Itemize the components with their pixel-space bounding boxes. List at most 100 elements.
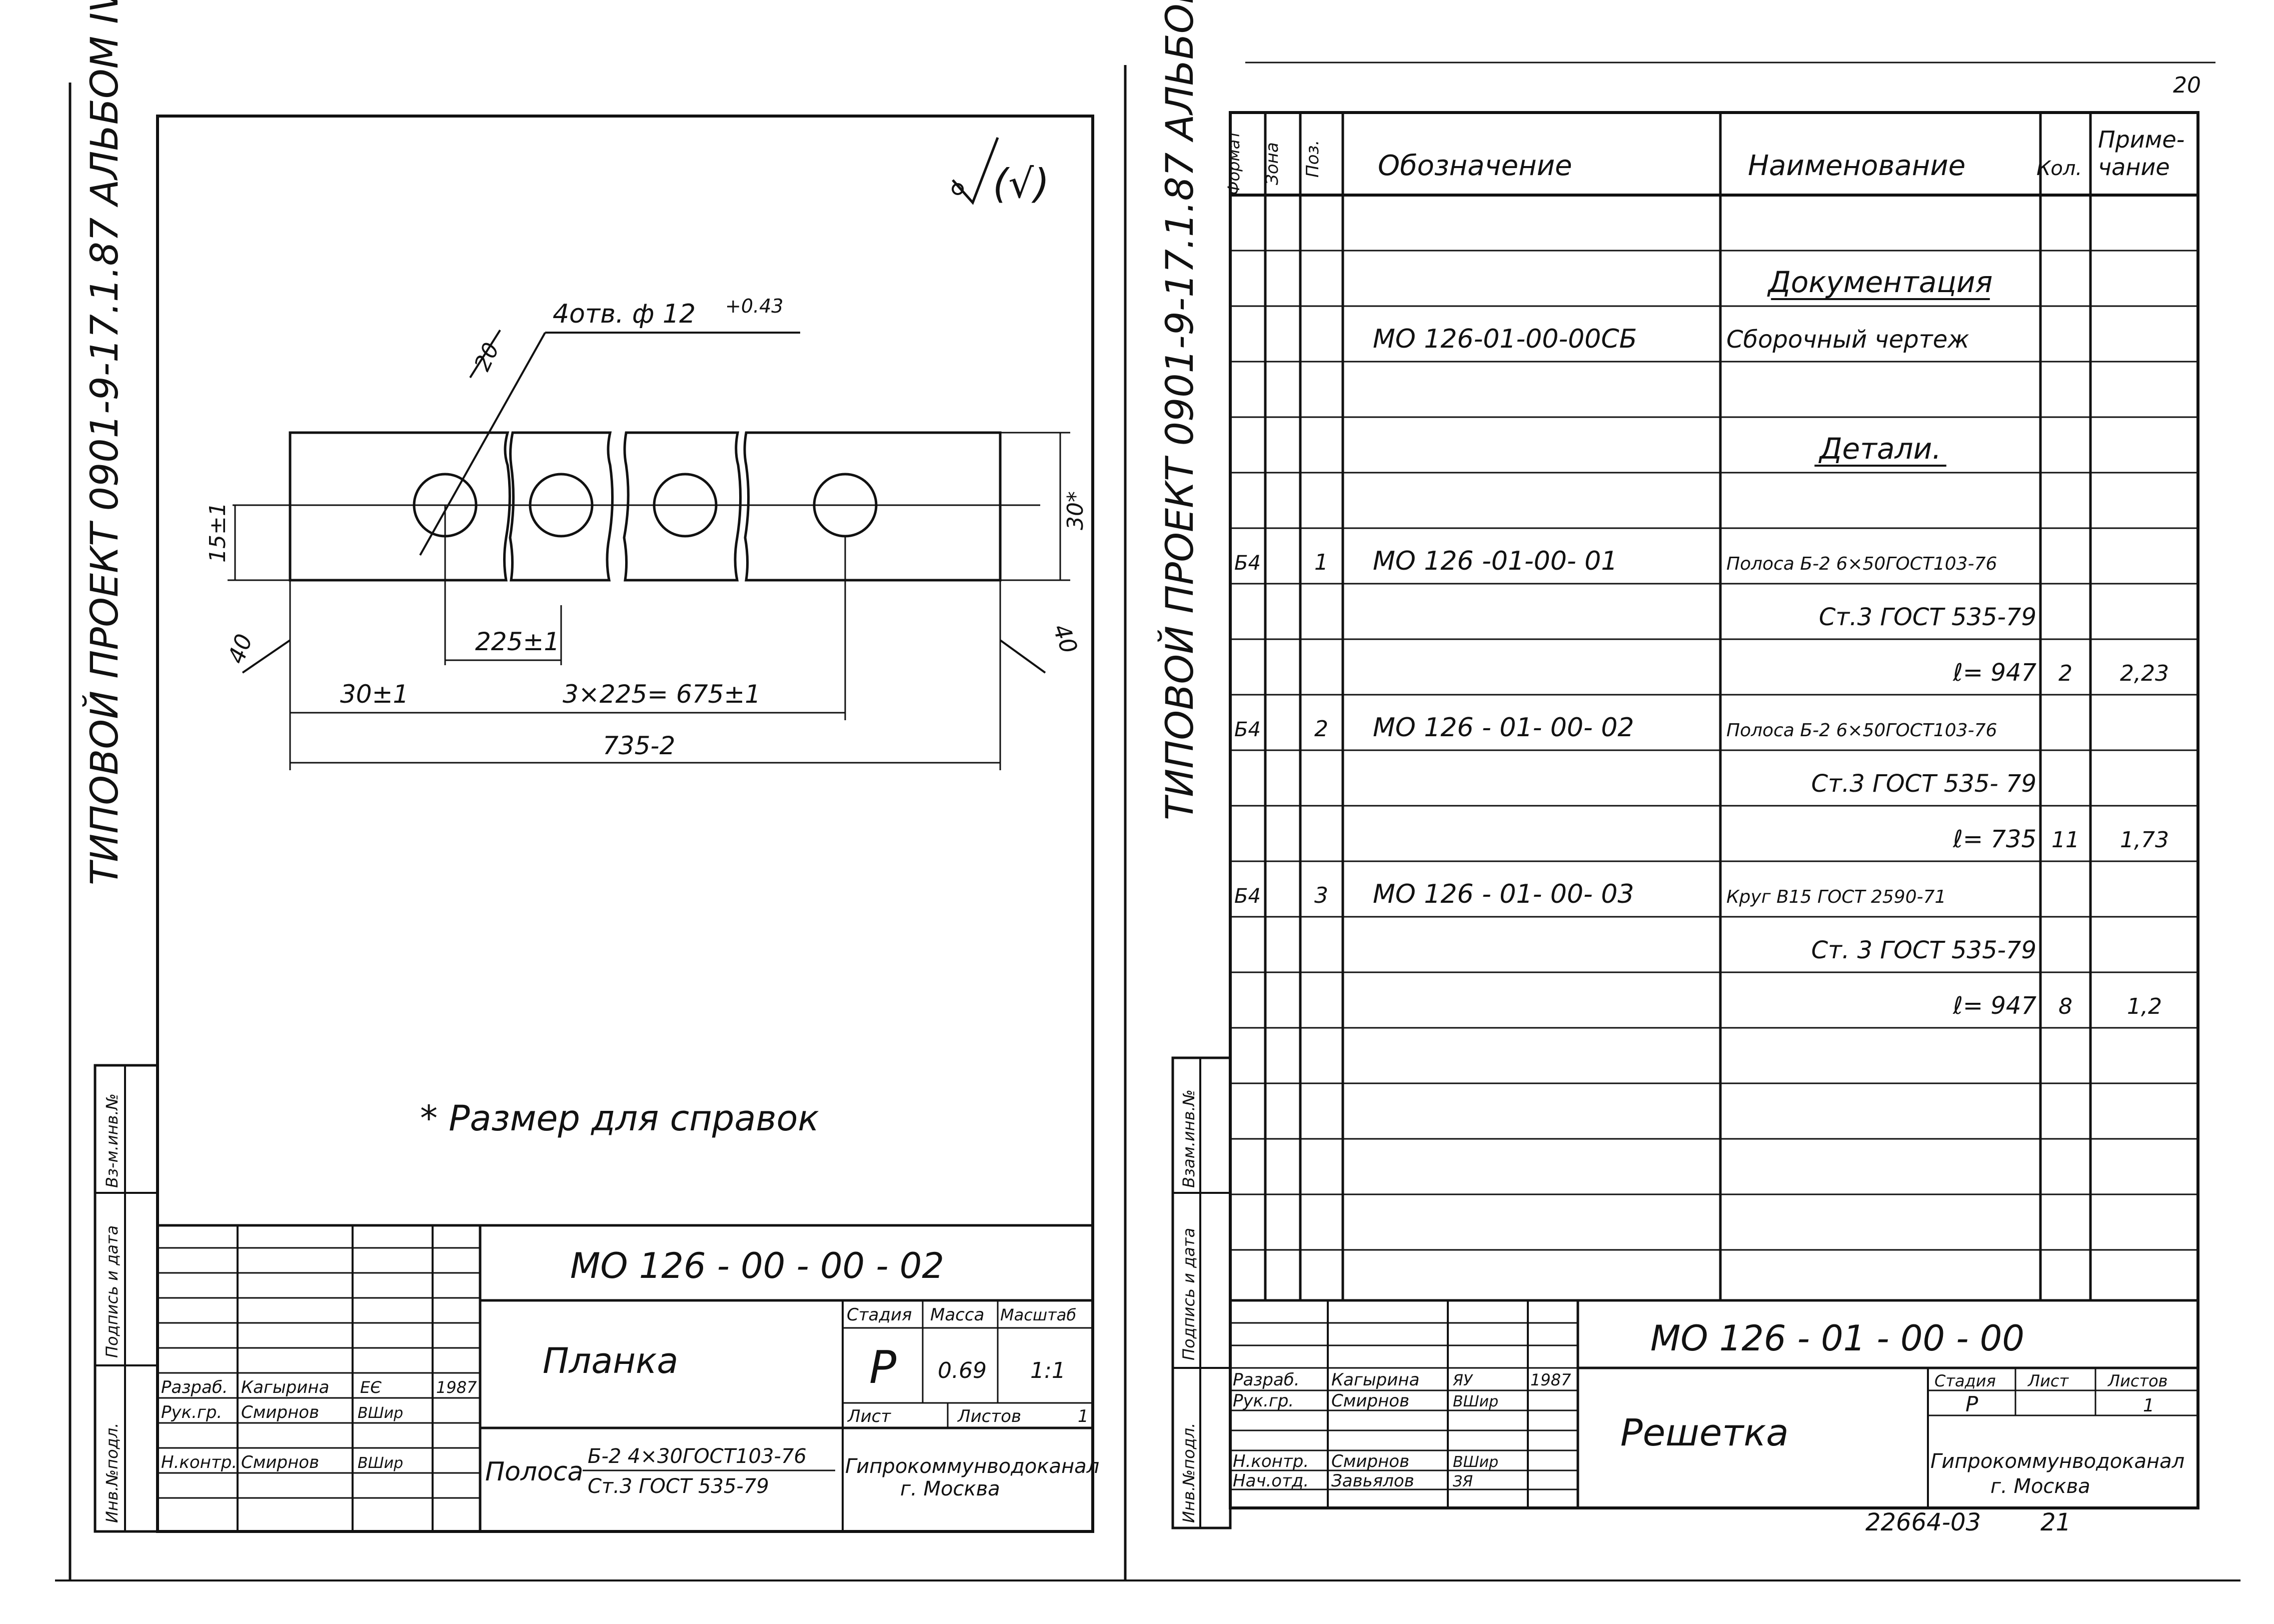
mass-label: Масса bbox=[930, 1305, 984, 1325]
r-role-4-sign: ЗЯ bbox=[1453, 1473, 1473, 1490]
row-designation: МО 126 - 01- 00- 03 bbox=[1373, 879, 1634, 909]
specification-table: Формат Зона Поз. Обозначение Наименовани… bbox=[1224, 113, 2199, 1300]
header-qty: Кол. bbox=[2036, 157, 2082, 180]
row-note: 1,73 bbox=[2120, 827, 2169, 853]
left-city: г. Москва bbox=[900, 1477, 1000, 1500]
right-sign-label: Подпись и дата bbox=[1179, 1228, 1198, 1360]
row-format: Б4 bbox=[1234, 718, 1261, 741]
r-role-4-name: Завьялов bbox=[1331, 1471, 1414, 1491]
row-note: 1,2 bbox=[2127, 994, 2162, 1019]
role-3-name: Смирнов bbox=[241, 1452, 319, 1472]
row-name: Полоса Б-2 6×50ГОСТ103-76 bbox=[1726, 720, 1997, 741]
row-name: Сборочный чертеж bbox=[1726, 326, 1969, 354]
right-title-block: МО 126 - 01 - 00 - 00 Решетка Стадия Лис… bbox=[1230, 1299, 2198, 1508]
reference-note: * Размер для справок bbox=[420, 1098, 819, 1139]
section-heading: Документация bbox=[1767, 265, 1993, 299]
header-zone: Зона bbox=[1262, 142, 1282, 185]
left-vz-label: Вз-м.инв.№ bbox=[103, 1093, 122, 1188]
plate-piece-4 bbox=[743, 431, 1002, 582]
row-format: Б4 bbox=[1234, 885, 1261, 908]
right-side-title: ТИПОВОЙ ПРОЕКТ 0901-9-17.1.87 АЛЬБОМ IV bbox=[1157, 0, 1202, 820]
holes-callout: 4отв. ф 12 bbox=[553, 299, 696, 329]
row-format: Б4 bbox=[1234, 552, 1261, 575]
header-name: Наименование bbox=[1748, 150, 1965, 182]
row-position: 1 bbox=[1314, 550, 1328, 575]
header-format: Формат bbox=[1224, 130, 1243, 195]
role-2-name: Смирнов bbox=[241, 1402, 319, 1422]
row-name: ℓ= 947 bbox=[1952, 659, 2036, 687]
material-prefix: Полоса bbox=[485, 1457, 583, 1487]
r-role-3-sign: ВШир bbox=[1453, 1453, 1498, 1471]
row-position: 3 bbox=[1314, 883, 1328, 908]
right-vzam-label: Взам.инв.№ bbox=[1179, 1089, 1198, 1188]
plate-piece-2 bbox=[509, 431, 614, 582]
role-2-sign: ВШир bbox=[358, 1404, 403, 1422]
row-name: ℓ= 947 bbox=[1952, 992, 2036, 1020]
row-designation: МО 126-01-00-00СБ bbox=[1373, 324, 1637, 354]
right-city: г. Москва bbox=[1990, 1475, 2090, 1498]
r-role-1-sign: ЯУ bbox=[1452, 1372, 1473, 1389]
row-name: Ст.3 ГОСТ 535- 79 bbox=[1811, 770, 2036, 798]
dim-735: 735-2 bbox=[603, 731, 675, 760]
left-inv-label: Инв.№подл. bbox=[103, 1423, 122, 1523]
r-role-3: Н.контр. bbox=[1233, 1451, 1309, 1471]
stage-label: Стадия bbox=[847, 1305, 912, 1325]
r-role-2-name: Смирнов bbox=[1331, 1391, 1409, 1411]
sheets-label: Листов bbox=[957, 1406, 1021, 1426]
left-side-title: ТИПОВОЙ ПРОЕКТ 0901-9-17.1.87 АЛЬБОМ IV bbox=[82, 0, 127, 885]
left-side-strip: ТИПОВОЙ ПРОЕКТ 0901-9-17.1.87 АЛЬБОМ IV … bbox=[82, 0, 159, 1533]
header-designation: Обозначение bbox=[1378, 150, 1572, 182]
material-bottom: Ст.3 ГОСТ 535-79 bbox=[588, 1475, 769, 1498]
left-title-block: МО 126 - 00 - 00 - 02 Планка Стадия Масс… bbox=[158, 1224, 1099, 1531]
plate-piece-3 bbox=[623, 431, 742, 582]
footer-code: 22664-03 bbox=[1865, 1508, 1981, 1536]
role-3-sign: ВШир bbox=[358, 1454, 403, 1472]
r-role-4: Нач.отд. bbox=[1233, 1471, 1309, 1491]
mass-value: 0.69 bbox=[938, 1358, 987, 1383]
dim-225: 225±1 bbox=[475, 627, 560, 656]
dim-675: 3×225= 675±1 bbox=[563, 680, 761, 709]
row-position: 2 bbox=[1314, 716, 1328, 742]
right-sheet-frame bbox=[1229, 111, 2199, 1509]
row-name: Круг В15 ГОСТ 2590-71 bbox=[1726, 887, 1946, 907]
role-1-date: 1987 bbox=[436, 1378, 477, 1397]
spec-rows: Документация МО 126-01-00-00СБ Сборочный ч… bbox=[1234, 265, 2169, 1020]
role-1: Разраб. bbox=[161, 1377, 228, 1397]
right-sheet-label: Лист bbox=[2027, 1371, 2069, 1390]
r-role-1: Разраб. bbox=[1233, 1370, 1300, 1390]
plate-piece-1 bbox=[289, 431, 511, 582]
r-role-2: Рук.гр. bbox=[1233, 1391, 1294, 1411]
header-note-2: чание bbox=[2098, 154, 2170, 181]
row-designation: МО 126 - 01- 00- 02 bbox=[1373, 713, 1634, 743]
scale-label: Масштаб bbox=[1000, 1305, 1076, 1324]
r-role-2-sign: ВШир bbox=[1453, 1393, 1498, 1410]
left-sign-label: Подпись и дата bbox=[103, 1225, 122, 1358]
section-left: 40 bbox=[223, 630, 258, 667]
dim-30-star: 30* bbox=[1063, 491, 1088, 530]
row-quantity: 8 bbox=[2058, 994, 2072, 1019]
holes-tolerance: +0.43 bbox=[725, 295, 783, 317]
role-1-name: Кагырина bbox=[241, 1377, 329, 1397]
right-inv-label: Инв.№подл. bbox=[1179, 1423, 1198, 1523]
right-side-strip: ТИПОВОЙ ПРОЕКТ 0901-9-17.1.87 АЛЬБОМ IV … bbox=[1157, 0, 1232, 1529]
header-note-1: Приме- bbox=[2098, 126, 2184, 153]
row-designation: МО 126 -01-00- 01 bbox=[1373, 546, 1617, 576]
r-role-3-name: Смирнов bbox=[1331, 1451, 1409, 1471]
right-designation: МО 126 - 01 - 00 - 00 bbox=[1650, 1318, 2024, 1359]
row-note: 2,23 bbox=[2120, 661, 2169, 686]
plate-drawing: (√) 4отв. ф 12 +0.43 20 15±1 30* 40 bbox=[205, 137, 1088, 1139]
dim-30: 30±1 bbox=[340, 680, 409, 709]
stage-value: Р bbox=[869, 1341, 897, 1394]
row-quantity: 2 bbox=[2058, 661, 2072, 686]
right-org: Гипрокоммунводоканал bbox=[1930, 1450, 2184, 1473]
header-pos: Поз. bbox=[1303, 140, 1323, 178]
dim-15: 15±1 bbox=[205, 502, 231, 563]
r-role-1-date: 1987 bbox=[1530, 1370, 1571, 1389]
role-2: Рук.гр. bbox=[161, 1402, 222, 1422]
left-designation: МО 126 - 00 - 00 - 02 bbox=[570, 1245, 944, 1286]
right-stage-value: Р bbox=[1965, 1392, 1978, 1416]
footer-page: 21 bbox=[2040, 1508, 2071, 1536]
right-sheets-label: Листов bbox=[2107, 1371, 2168, 1390]
row-name: ℓ= 735 bbox=[1952, 825, 2036, 853]
